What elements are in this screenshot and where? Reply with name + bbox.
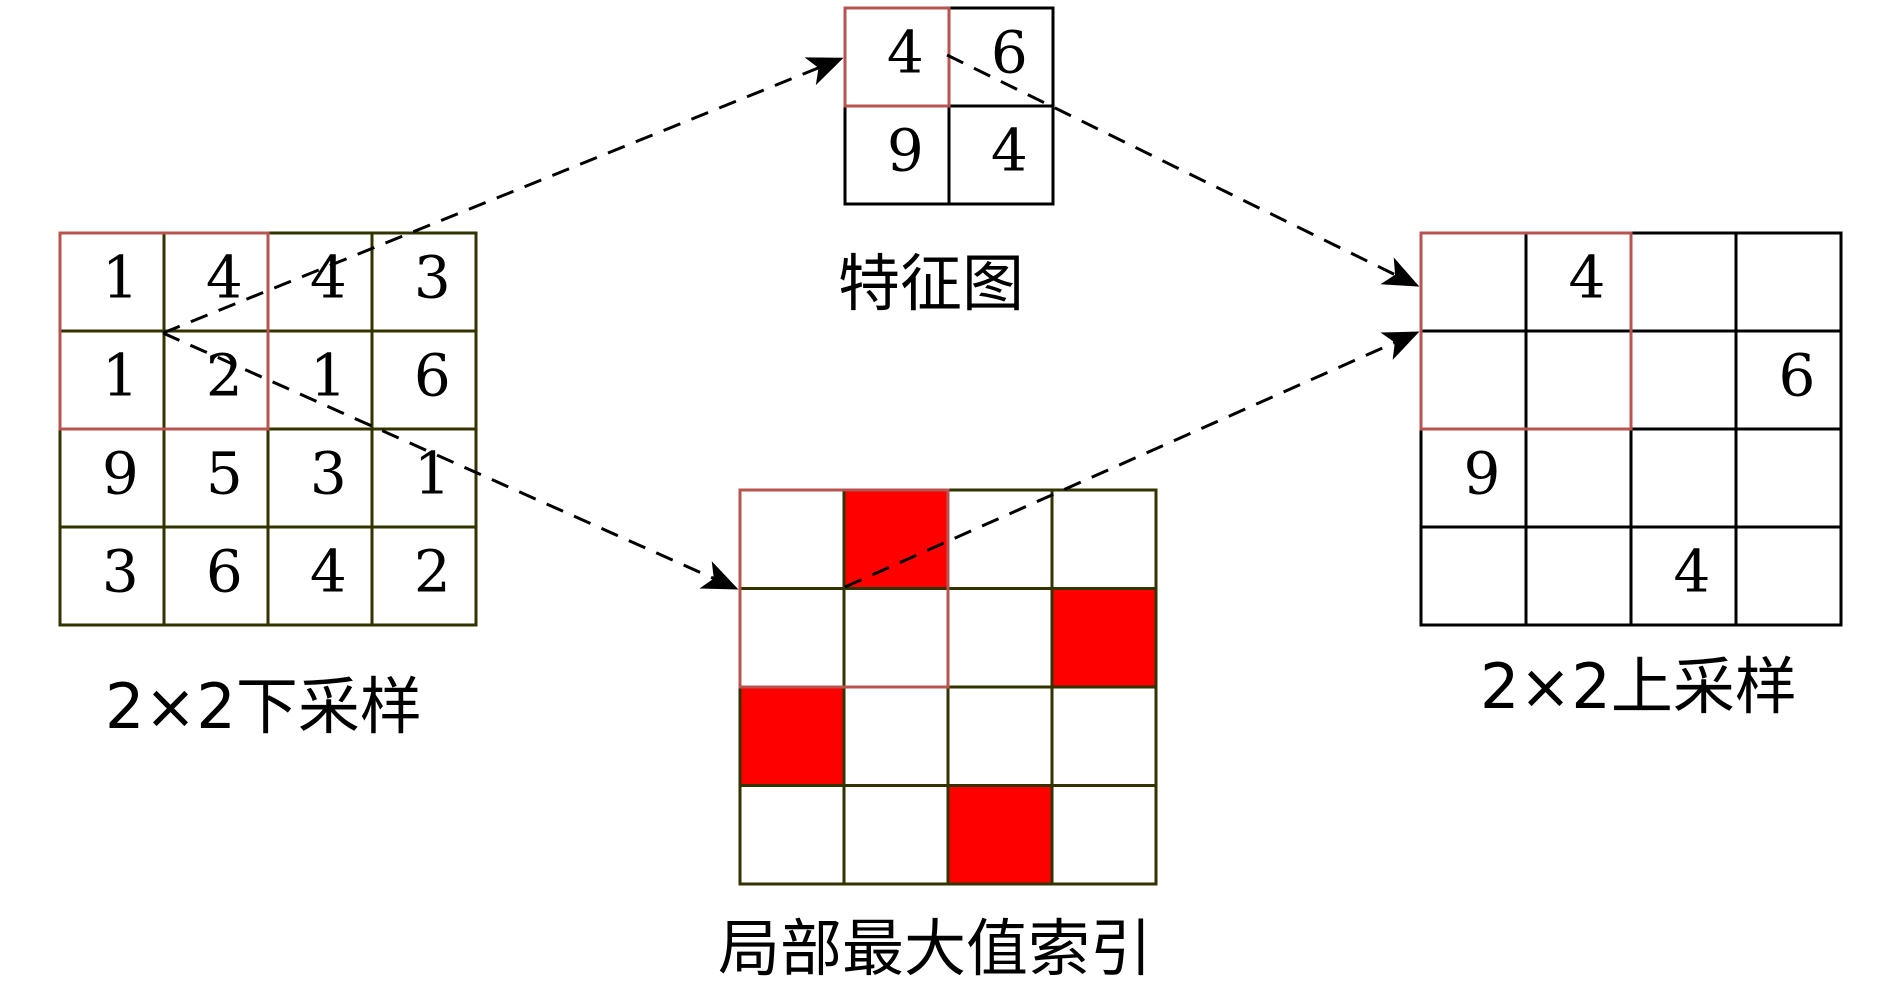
output-grid-cell-r2-c3 bbox=[1734, 427, 1843, 529]
index-map-cell-r3-c2-max bbox=[946, 784, 1054, 886]
index-map-cell-r1-c3-max bbox=[1050, 587, 1158, 689]
arrow-input-to-feature bbox=[162, 57, 844, 335]
feature-map-value-r0-c1: 6 bbox=[991, 19, 1028, 87]
input-grid-cell-r3-c2 bbox=[266, 525, 374, 627]
input-grid-value-r2-c0: 9 bbox=[102, 440, 139, 508]
input-grid-cell-r2-c0 bbox=[58, 427, 166, 529]
output-grid-cell-r3-c2 bbox=[1629, 525, 1738, 627]
feature-map-caption: 特征图 bbox=[838, 247, 1024, 320]
output-grid-cell-r3-c0 bbox=[1419, 525, 1528, 627]
output-grid-cell-r3-c3 bbox=[1734, 525, 1843, 627]
feature-map-value-r0-c0: 4 bbox=[887, 19, 924, 87]
index-map-cell-r2-c0-max bbox=[738, 685, 846, 787]
output-grid: 4 6 9 4 bbox=[1419, 231, 1843, 627]
input-grid-value-r3-c2: 4 bbox=[310, 538, 347, 606]
index-map-cell-r0-c0 bbox=[738, 488, 846, 590]
input-grid-value-r2-c1: 5 bbox=[206, 440, 243, 508]
input-grid-value-r2-c2: 3 bbox=[310, 440, 347, 508]
input-grid-value-r0-c2: 4 bbox=[310, 244, 347, 312]
index-map-cell-r2-c3 bbox=[1050, 685, 1158, 787]
arrows bbox=[162, 53, 1420, 590]
output-grid-value-r2-c0: 9 bbox=[1463, 440, 1500, 508]
index-map-cell-r1-c0 bbox=[738, 587, 846, 689]
output-unpool-window-highlight bbox=[1419, 231, 1633, 431]
output-grid-value-r1-c3: 6 bbox=[1778, 342, 1815, 410]
feature-map-cell-r1-c0 bbox=[843, 104, 951, 206]
index-map-cell-r1-c1 bbox=[842, 587, 950, 689]
index-map-cell-r1-c2 bbox=[946, 587, 1054, 689]
input-grid-value-r3-c0: 3 bbox=[102, 538, 139, 606]
index-map-cell-r3-c3 bbox=[1050, 784, 1158, 886]
input-grid-cell-r3-c0 bbox=[58, 525, 166, 627]
index-map-window-highlight bbox=[738, 488, 950, 689]
output-grid-cell-r1-c2 bbox=[1629, 329, 1738, 431]
output-grid-value-r3-c2: 4 bbox=[1673, 538, 1710, 606]
feature-map-value-r1-c1: 4 bbox=[991, 117, 1028, 185]
input-grid-value-r0-c1: 4 bbox=[206, 244, 243, 312]
index-map-cell-r2-c1 bbox=[842, 685, 950, 787]
arrow-input-to-index bbox=[162, 331, 739, 590]
input-grid-value-r3-c3: 2 bbox=[414, 538, 451, 606]
input-grid-cell-r1-c3 bbox=[370, 329, 478, 431]
input-grid-value-r1-c3: 6 bbox=[414, 342, 451, 410]
index-map-caption: 局部最大值索引 bbox=[718, 912, 1152, 980]
arrow-feature-to-output bbox=[946, 53, 1420, 287]
input-grid-value-r3-c1: 6 bbox=[206, 538, 243, 606]
input-pool-window-highlight bbox=[58, 231, 270, 431]
input-grid-value-r1-c0: 1 bbox=[102, 342, 139, 410]
output-grid-cell-r0-c3 bbox=[1734, 231, 1843, 333]
input-grid-value-r0-c0: 1 bbox=[102, 244, 139, 312]
output-grid-cell-r1-c3 bbox=[1734, 329, 1843, 431]
output-grid-cell-r1-c0 bbox=[1419, 329, 1528, 431]
arrow-index-to-output bbox=[844, 331, 1420, 589]
output-grid-value-r0-c1: 4 bbox=[1568, 244, 1605, 312]
index-map-cell-r0-c1-max bbox=[842, 488, 950, 590]
output-grid-cell-r3-c1 bbox=[1524, 525, 1633, 627]
input-grid-value-r1-c2: 1 bbox=[310, 342, 347, 410]
input-grid-value-r0-c3: 3 bbox=[414, 244, 451, 312]
index-map-cell-r3-c0 bbox=[738, 784, 846, 886]
index-map-cell-r0-c2 bbox=[946, 488, 1054, 590]
output-grid-cell-r1-c1 bbox=[1524, 329, 1633, 431]
output-grid-cell-r0-c0 bbox=[1419, 231, 1528, 333]
output-grid-caption: 2×2上采样 bbox=[1480, 650, 1797, 723]
input-grid-cell-r2-c3 bbox=[370, 427, 478, 529]
input-grid-value-r2-c3: 1 bbox=[414, 440, 451, 508]
feature-map-cell-r1-c1 bbox=[947, 104, 1055, 206]
input-grid-value-r1-c1: 2 bbox=[206, 342, 243, 410]
output-grid-cell-r0-c2 bbox=[1629, 231, 1738, 333]
feature-map-value-r1-c0: 9 bbox=[887, 117, 924, 185]
input-grid-caption: 2×2下采样 bbox=[105, 670, 422, 743]
input-grid-cell-r3-c3 bbox=[370, 525, 478, 627]
feature-map-cell-r0-c1 bbox=[947, 6, 1055, 108]
index-map-cell-r3-c1 bbox=[842, 784, 950, 886]
output-grid-cell-r2-c1 bbox=[1524, 427, 1633, 529]
index-map-grid bbox=[738, 488, 1158, 886]
index-map-cell-r0-c3 bbox=[1050, 488, 1158, 590]
input-grid-cell-r3-c1 bbox=[162, 525, 270, 627]
output-grid-cell-r2-c2 bbox=[1629, 427, 1738, 529]
index-map-cell-r2-c2 bbox=[946, 685, 1054, 787]
